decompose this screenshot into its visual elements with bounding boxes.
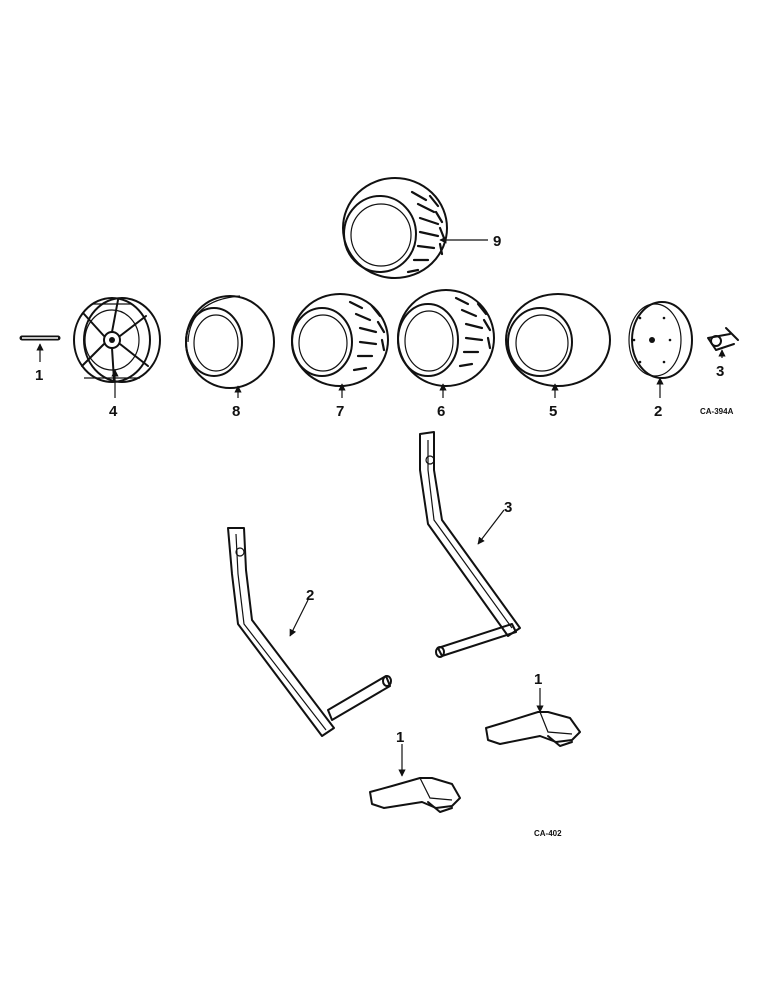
bracket-1-upper [485,711,581,747]
callout-8: 8 [232,403,240,420]
tire-9 [342,177,448,279]
callout-1: 1 [35,367,43,384]
callout-1-upper: 1 [534,671,542,688]
callout-2-arm: 2 [306,587,314,604]
drawing-code-ca-394a: CA-394A [700,407,734,416]
drawing-code-ca-402: CA-402 [534,829,562,838]
hub-cap-2 [628,301,693,379]
callout-3-arm: 3 [504,499,512,516]
bracket-1-lower [369,777,461,813]
callout-1-lower: 1 [396,729,404,746]
callout-4: 4 [109,403,118,420]
axle-callouts: 3 2 1 1 CA-402 [289,499,562,838]
callout-3: 3 [716,363,724,380]
axle-arm-2 [227,527,392,737]
callout-9: 9 [493,233,501,250]
axle-arm-3 [419,431,521,658]
valve-3 [707,327,739,351]
callout-6: 6 [437,403,445,420]
wheel-callouts: 9 1 4 8 7 6 5 2 3 CA-394A [35,233,734,420]
callout-7: 7 [336,403,344,420]
callout-5: 5 [549,403,557,420]
tire-5 [505,293,611,387]
tire-8 [185,295,275,389]
wheel-hub-4 [73,297,161,383]
tire-7 [291,293,389,387]
callout-2: 2 [654,403,662,420]
tire-6 [397,289,495,387]
